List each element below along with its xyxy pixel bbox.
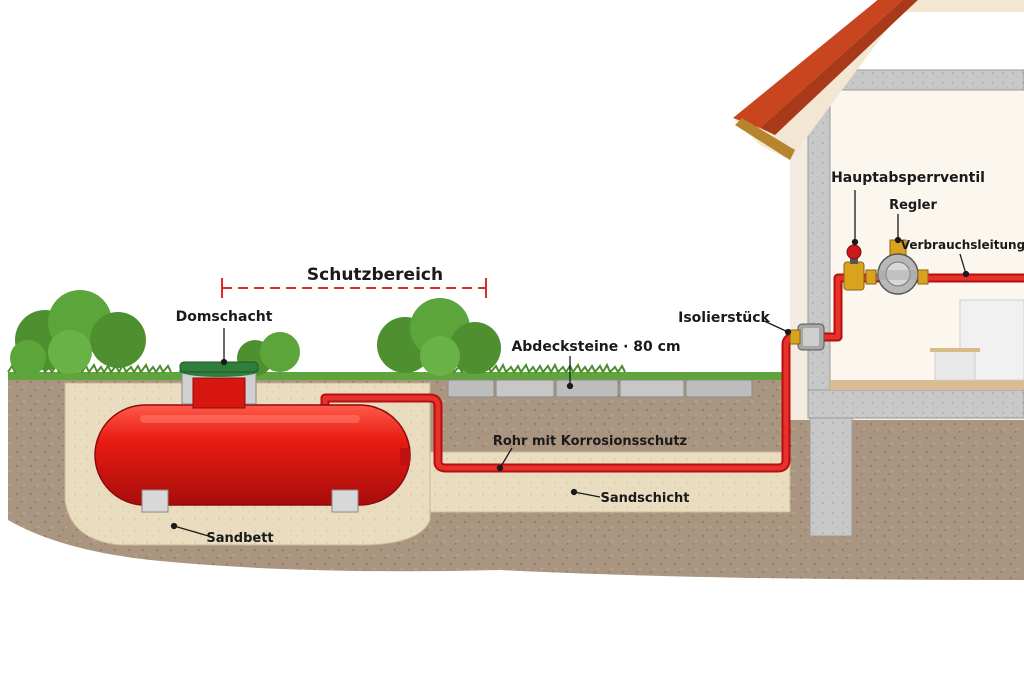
foundation-footing bbox=[809, 417, 853, 537]
tank-foot-right bbox=[331, 489, 359, 513]
label-pipe-corrosion: Rohr mit Korrosionsschutz bbox=[493, 434, 687, 449]
label-consumer-line: Verbrauchsleitung bbox=[901, 238, 1024, 252]
tank-foot-left bbox=[141, 489, 169, 513]
insulating-piece-fitting bbox=[789, 323, 825, 351]
label-main-shutoff-valve: Hauptabsperrventil bbox=[831, 170, 985, 186]
bush-middle bbox=[377, 298, 501, 376]
label-insulating-piece: Isolierstück bbox=[678, 310, 770, 326]
label-sand-bed: Sandbett bbox=[206, 531, 273, 546]
leader-lines bbox=[170, 190, 970, 538]
label-dome-shaft: Domschacht bbox=[176, 309, 273, 325]
cover-stones bbox=[447, 379, 753, 398]
house bbox=[790, 69, 1024, 537]
foundation bbox=[807, 389, 1024, 419]
label-regulator: Regler bbox=[889, 198, 937, 213]
dome-shaft bbox=[179, 361, 259, 409]
label-sand-layer: Sandschicht bbox=[600, 491, 689, 506]
bush-left bbox=[10, 290, 146, 376]
protection-zone-marker bbox=[221, 278, 487, 298]
label-protection-zone: Schutzbereich bbox=[307, 265, 443, 285]
dome-lid bbox=[179, 361, 259, 373]
label-cover-stones: Abdecksteine · 80 cm bbox=[511, 339, 680, 355]
regulator-device bbox=[865, 239, 929, 295]
roof bbox=[733, 0, 1024, 160]
grass-strip bbox=[8, 372, 800, 380]
main-shutoff-valve bbox=[843, 244, 865, 291]
